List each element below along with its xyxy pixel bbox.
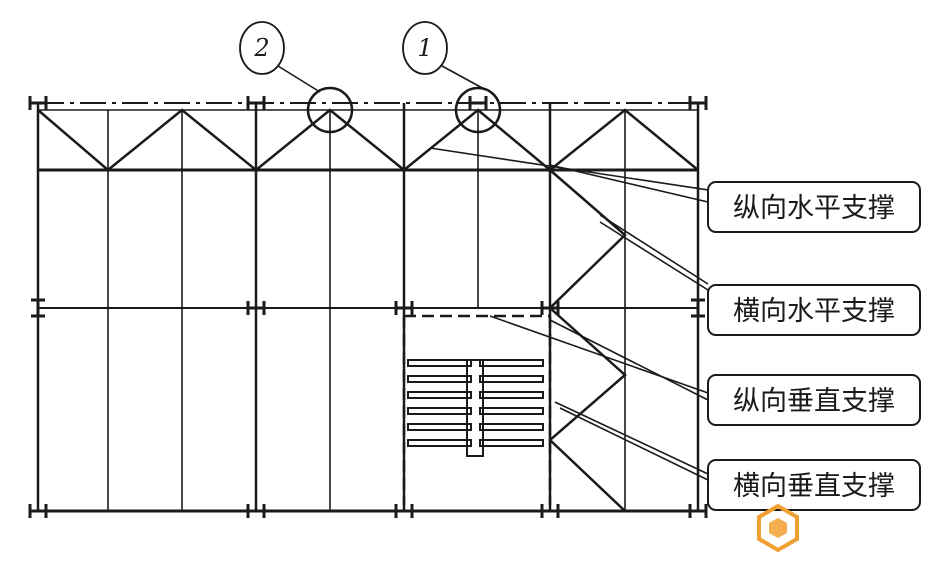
callout-label-transverse-vertical: 横向垂直支撑 <box>733 471 895 502</box>
frame-lines <box>36 102 700 513</box>
detail-marker-1: 1 <box>417 34 432 62</box>
callout-3: 纵向垂直支撑 <box>707 374 921 426</box>
callout-1: 纵向水平支撑 <box>707 181 921 233</box>
callout-2: 横向水平支撑 <box>707 284 921 336</box>
callout-label-longitudinal-vertical: 纵向垂直支撑 <box>733 386 895 417</box>
hexagon-cube-logo-icon <box>757 503 799 553</box>
detail-marker-2: 2 <box>253 34 269 62</box>
detail-markers <box>239 21 502 134</box>
callout-label-transverse-horizontal: 横向水平支撑 <box>733 296 895 327</box>
callout-4: 横向垂直支撑 <box>707 459 921 511</box>
callout-label-longitudinal-horizontal: 纵向水平支撑 <box>733 193 895 224</box>
